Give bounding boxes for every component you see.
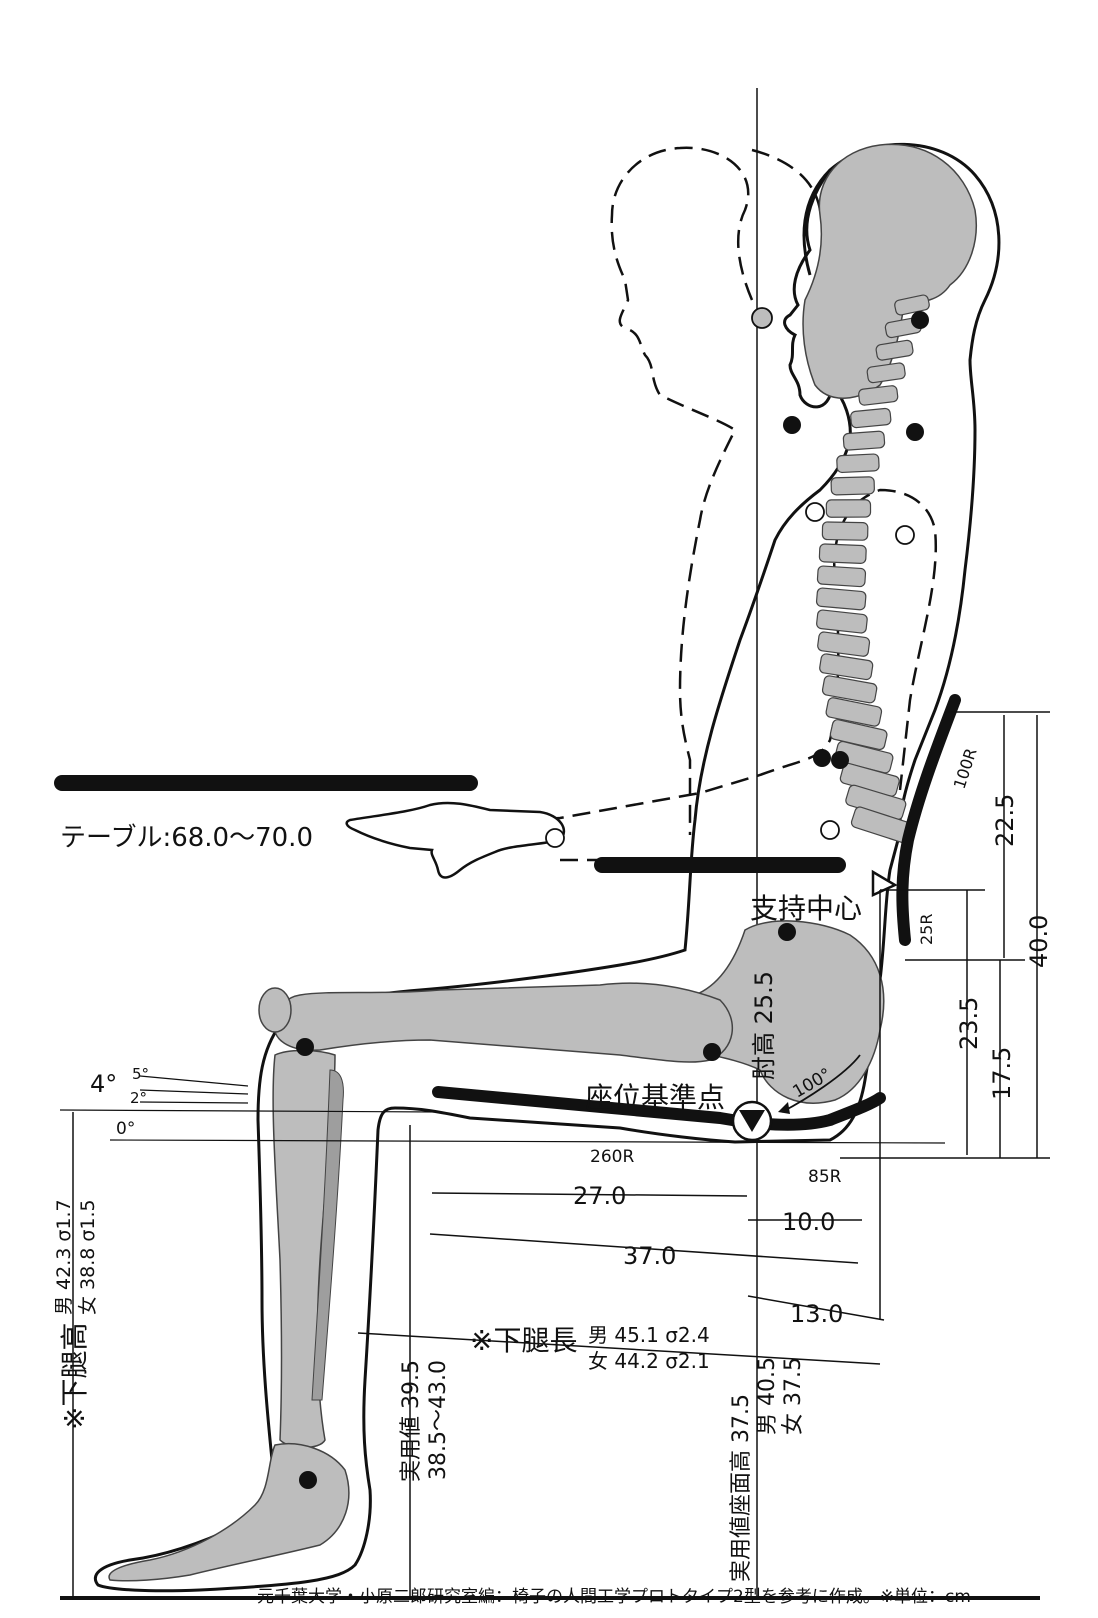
angle-5-label: 5° — [132, 1065, 149, 1083]
support-center-label: 支持中心 — [750, 892, 862, 925]
open-markers — [545, 307, 915, 848]
vertebra — [866, 362, 906, 384]
foot-bones — [108, 1443, 350, 1582]
radius-100-label: 100R — [950, 746, 981, 791]
femur — [273, 982, 734, 1063]
face-outline — [783, 169, 834, 409]
horizontal-dimensions — [357, 1192, 885, 1365]
open-marker — [545, 828, 565, 848]
joint-marker — [911, 311, 929, 329]
vertebra — [819, 653, 874, 681]
dim-22-5-label: 22.5 — [991, 794, 1019, 847]
vertebra — [818, 543, 867, 564]
vertebra — [825, 499, 872, 518]
angle-0-label: 0° — [116, 1119, 135, 1139]
dim-37-label: 37.0 — [623, 1242, 676, 1270]
seat-reference-triangle — [739, 1110, 765, 1132]
vertebra — [821, 675, 878, 704]
seat-height-female-label: 女 37.5 — [781, 1357, 806, 1435]
upright-figure-outline — [610, 146, 754, 835]
angle-reference-lines — [59, 1075, 946, 1144]
dim-13-label: 13.0 — [790, 1300, 843, 1328]
vertebra — [842, 430, 886, 451]
seat-reference-point-label: 座位基準点 — [585, 1081, 725, 1114]
vertebra — [816, 609, 868, 634]
vertebra — [816, 565, 867, 588]
lower-leg-length-female: 女 44.2 σ2.1 — [588, 1349, 710, 1373]
lower-leg-length-male: 男 45.1 σ2.4 — [588, 1323, 710, 1347]
lower-leg-height-title: ※下腿高 — [58, 1323, 91, 1430]
angle-2-label: 2° — [130, 1089, 147, 1107]
open-marker — [805, 502, 825, 522]
joint-marker — [831, 751, 849, 769]
angle-arc-arrow — [778, 1102, 790, 1114]
vertebra — [875, 339, 914, 361]
joint-marker — [906, 423, 924, 441]
lower-leg-length-title: ※下腿長 — [470, 1324, 577, 1357]
joint-marker — [296, 1038, 314, 1056]
radius-85-label: 85R — [808, 1167, 842, 1187]
practical-value-label: 実用値 39.5 — [399, 1360, 424, 1482]
joint-markers — [296, 311, 929, 1489]
joint-marker — [783, 416, 801, 434]
open-marker — [751, 307, 773, 329]
elbow-height-label: 肘高 25.5 — [750, 971, 778, 1080]
joint-marker — [299, 1471, 317, 1489]
radius-25-label: 25R — [917, 914, 936, 945]
dim-40-label: 40.0 — [1025, 915, 1053, 968]
practical-range-label: 38.5〜43.0 — [426, 1360, 451, 1480]
angle-arc-100 — [781, 1054, 861, 1113]
dim-10-label: 10.0 — [782, 1208, 835, 1236]
upright-back-outline — [751, 148, 826, 301]
dim-23-5-label: 23.5 — [955, 997, 983, 1050]
spine — [815, 294, 930, 844]
seat-height-practical-label: 実用値座面高 37.5 — [729, 1394, 754, 1582]
table-label: テーブル:68.0〜70.0 — [60, 823, 313, 853]
vertebra — [821, 521, 869, 541]
radius-260-label: 260R — [590, 1147, 634, 1167]
vertebra — [850, 407, 892, 429]
vertebra — [817, 631, 871, 657]
lower-leg-height-female: 女 38.8 σ1.5 — [77, 1199, 99, 1315]
lower-leg-height-male: 男 42.3 σ1.7 — [53, 1199, 75, 1315]
vertebra — [858, 385, 899, 406]
source-credit: 元千葉大学・小原二郎研究室編：椅子の人間工学プロトタイプ2型を参考に作成。※単位… — [257, 1587, 971, 1607]
vertebra — [815, 587, 867, 611]
angle-4-label: 4° — [90, 1070, 117, 1098]
dim-17-5-label: 17.5 — [988, 1047, 1016, 1100]
support-center-triangle — [871, 869, 898, 897]
vertebra — [894, 294, 930, 316]
vertebra — [830, 476, 875, 496]
body-silhouette — [93, 142, 1001, 1593]
joint-marker — [778, 923, 796, 941]
dim-27-label: 27.0 — [573, 1182, 626, 1210]
skull — [802, 143, 977, 399]
seat-height-male-label: 男 40.5 — [755, 1357, 780, 1435]
joint-marker — [703, 1043, 721, 1061]
vertebra — [825, 697, 883, 727]
patella — [258, 987, 292, 1033]
fibula — [311, 1069, 344, 1401]
open-marker — [895, 525, 915, 545]
vertebra — [836, 453, 880, 474]
chair-backrest — [896, 694, 961, 946]
open-marker — [820, 820, 840, 840]
hand-outline — [345, 801, 566, 879]
vertical-dimensions — [72, 711, 1050, 1598]
joint-marker — [813, 749, 831, 767]
